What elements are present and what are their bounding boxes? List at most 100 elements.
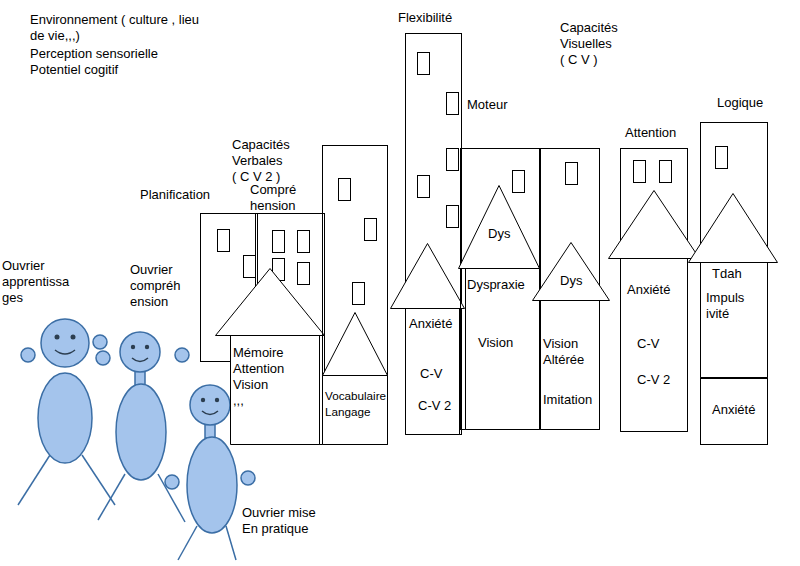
window <box>273 231 285 253</box>
window <box>244 256 256 278</box>
building-block: AnxiétéC-VC-V 2Attention <box>620 148 688 432</box>
shape-text: Anxiété <box>627 282 685 298</box>
building-heading: Attention <box>625 125 695 141</box>
annotation-label: Environnement ( culture , lieu de vie,,,… <box>30 12 205 44</box>
shape-text: Impuls ivité <box>706 290 764 322</box>
house-body <box>466 268 540 430</box>
annotation-label: Perception sensorielle <box>30 46 230 62</box>
window <box>447 206 459 228</box>
annotation-label: Ouvrier compréh ension <box>130 262 186 310</box>
figure-leg <box>178 526 197 560</box>
house-outline <box>458 185 540 430</box>
window <box>339 179 351 201</box>
window <box>218 230 230 252</box>
house-roof <box>689 194 778 263</box>
shape-text: Dys <box>560 273 588 289</box>
shape-text: Tdah <box>712 266 762 282</box>
window <box>566 163 578 185</box>
figure-neck <box>135 371 145 385</box>
annotation-label: Ouvrier mise En pratique <box>242 505 322 537</box>
house-roof <box>391 244 465 309</box>
window <box>365 219 377 241</box>
building-heading: Moteur <box>467 97 527 113</box>
figure-body <box>38 373 92 463</box>
building-heading: Logique <box>717 95 777 111</box>
figure-head <box>120 332 160 372</box>
figure-hand <box>241 471 255 485</box>
building-block: AnxiétéC-VC-V 2Flexibilité <box>405 33 462 435</box>
shape-text: Vocabulaire Langage <box>325 388 386 420</box>
shape-text: C-V 2 <box>418 398 456 414</box>
house-body <box>701 262 768 378</box>
window <box>418 176 430 198</box>
figure-leg <box>18 455 50 505</box>
shape-text: Anxiété <box>712 402 762 418</box>
house-shape: DysVision AltéréeImitation <box>532 242 610 430</box>
house-shape: TdahImpuls ivité <box>688 193 778 378</box>
window <box>660 161 672 183</box>
house-outline <box>608 190 700 432</box>
house-outline <box>688 193 778 378</box>
figure-head <box>190 385 230 425</box>
shape-text: Mémoire Attention Vision ,,, <box>233 345 281 409</box>
house-roof <box>216 269 325 336</box>
annotation-label: Ouvrier apprentissa ges <box>2 258 70 306</box>
figure-body <box>116 384 166 480</box>
shape-text: C-V 2 <box>637 372 677 388</box>
house-shape: AnxiétéC-V C-V 2 <box>390 243 465 435</box>
figure-hand <box>93 335 107 349</box>
building-heading: Capacités Verbales ( C V 2 ) <box>232 137 287 185</box>
house-body <box>231 335 320 445</box>
figure-eye <box>215 398 219 402</box>
window <box>298 231 310 253</box>
figure-smile <box>55 350 75 354</box>
window <box>298 263 310 285</box>
building-heading: Capacités Visuelles ( C V ) <box>560 20 615 68</box>
house-body <box>323 375 388 445</box>
figure-smile <box>132 358 148 362</box>
window <box>418 53 430 75</box>
figure-eye <box>131 345 135 349</box>
figure-eye <box>55 335 60 340</box>
window <box>353 283 365 305</box>
figure-leg <box>226 526 236 560</box>
building-heading: Planification <box>140 187 240 203</box>
figure-hand <box>21 348 35 362</box>
window <box>634 161 646 183</box>
house-shape: DysDyspraxieVision <box>458 185 540 430</box>
shape-text: Dyspraxie <box>467 277 535 293</box>
shape-text: C-V <box>420 366 456 382</box>
shape-text: Imitation <box>543 392 597 408</box>
shape-text: Vision <box>478 335 528 351</box>
figure-leg <box>158 474 185 522</box>
figure-neck <box>205 424 215 438</box>
house-body <box>621 258 688 432</box>
window <box>447 93 459 115</box>
annotation-label: Potentiel cogitif <box>30 62 230 78</box>
house-shape: AnxiétéC-VC-V 2 <box>608 190 700 432</box>
shape-text: Vision Altérée <box>543 336 597 368</box>
figure-hand <box>175 348 189 362</box>
figure-eye <box>201 398 205 402</box>
figure-leg <box>98 474 125 520</box>
window <box>716 147 728 169</box>
figure-head <box>41 319 89 367</box>
figure-body <box>187 437 237 533</box>
figure-leg <box>82 455 115 505</box>
figure-eye <box>71 335 76 340</box>
figure-hand <box>165 475 179 489</box>
house-body <box>406 308 460 435</box>
house-outline <box>322 312 388 445</box>
building-block: DysDyspraxieVisionMoteur <box>460 148 540 430</box>
house-roof <box>323 313 388 376</box>
figure-eye <box>145 345 149 349</box>
window <box>513 171 525 193</box>
house-shape: Vocabulaire Langage <box>322 312 388 445</box>
house-roof <box>533 243 610 301</box>
figure-hand <box>96 351 110 365</box>
shape-text: Anxiété <box>409 316 455 332</box>
figure-smile <box>202 411 218 415</box>
window <box>447 149 459 171</box>
house-roof <box>609 191 700 259</box>
